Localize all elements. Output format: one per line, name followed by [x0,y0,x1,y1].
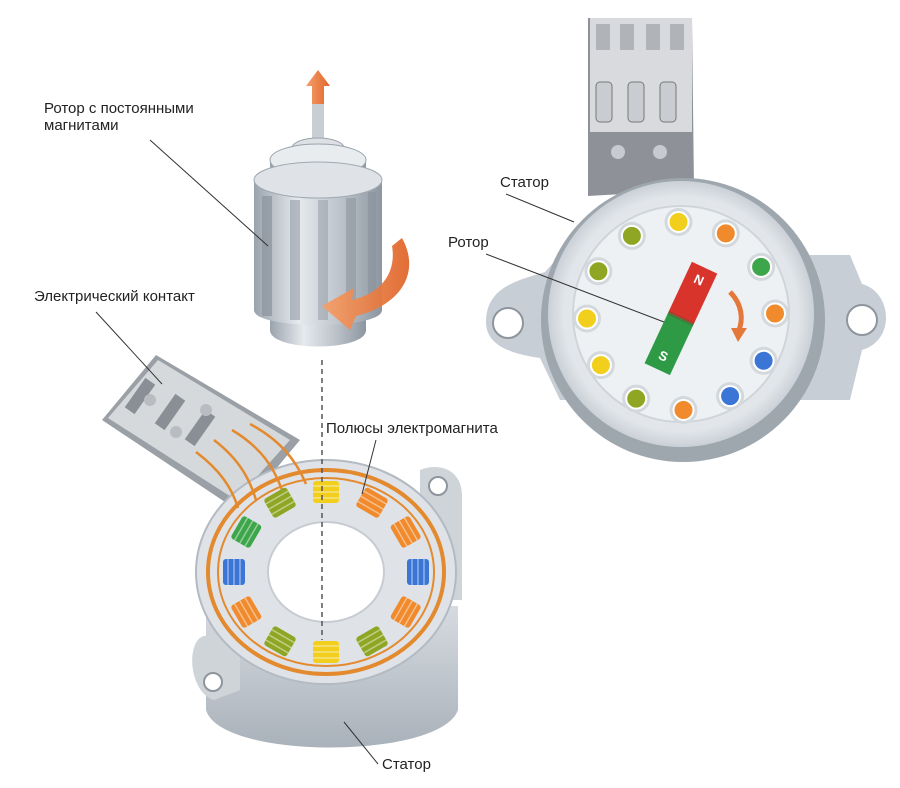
bottom-connector [102,355,300,512]
stator-coil-blue [223,559,245,585]
coil-body [356,487,388,518]
bottom-stator-coils [223,481,429,663]
coil-winding [363,490,387,505]
coil-winding [265,490,289,505]
coil-winding [393,523,408,547]
coil-winding [393,597,408,621]
coil-body [264,626,296,657]
coil-winding [233,517,249,541]
top-stator-poles [573,208,789,424]
top-rotation-arrow [728,290,747,342]
top-rotor-magnet: N S [644,261,718,376]
stator-coil-orange [390,516,421,548]
stator-pole-olive [587,260,610,283]
stator-pole-olive [625,387,648,410]
rotation-arrow [322,238,410,330]
stator-coil-blue [407,559,429,585]
coil-winding [268,495,292,510]
stator-coil-orange [390,596,421,628]
coil-body [223,559,245,585]
coil-winding [244,597,259,621]
coil-winding [363,639,387,654]
bottom-wires [195,422,308,509]
label-stator-top: Статор [500,174,549,191]
coil-winding [239,600,254,624]
stator-pole-blue [719,385,742,408]
coil-body [390,596,421,628]
stator-coil-olive [264,626,296,657]
label-electric-contact: Электрический контакт [34,288,195,305]
coil-body [356,626,388,657]
stator-coil-olive [356,626,388,657]
coil-body [390,516,421,548]
coil-winding [403,603,419,627]
coil-winding [403,517,419,541]
coil-winding [360,495,384,510]
coil-body [407,559,429,585]
stator-pole-yellow [667,211,690,233]
stator-pole-orange [714,222,737,245]
stator-pole-orange [672,399,695,421]
coil-winding [233,603,249,627]
label-stator-bottom: Статор [382,756,431,773]
coil-body [264,487,296,518]
coil-winding [265,639,289,654]
coil-winding [268,634,292,649]
stator-coil-olive [264,487,296,518]
coil-body [231,516,262,548]
top-connector [588,18,694,196]
stator-coil-green [231,516,262,548]
coil-winding [398,520,413,544]
stator-coil-yellow [313,481,339,503]
label-electromagnet-poles: Полюсы электромагнита [326,420,498,437]
label-rotor-permanent-line2: магнитами [44,117,119,134]
stator-pole-yellow [576,307,598,330]
coil-winding [357,628,381,644]
coil-winding [239,520,254,544]
label-rotor-permanent-magnets: Ротор с постоянными магнитами [44,100,194,134]
stator-pole-blue [752,349,775,372]
stator-coil-yellow [313,641,339,663]
label-rotor-permanent-line1: Ротор с постоянными [44,100,194,117]
label-rotor-top: Ротор [448,234,489,251]
coil-body [313,641,339,663]
coil-winding [271,500,295,516]
coil-winding [398,600,413,624]
coil-winding [357,500,381,516]
stator-coil-orange [231,596,262,628]
bottom-stator [192,459,462,748]
coil-winding [244,523,259,547]
stator-pole-yellow [589,354,612,377]
leader-lines [95,139,665,765]
stator-pole-green [750,255,773,278]
coil-body [231,596,262,628]
stator-coil-orange [356,487,388,518]
stator-pole-olive [620,224,643,247]
coil-body [313,481,339,503]
coil-winding [360,634,384,649]
coil-winding [271,628,295,644]
stator-pole-orange [764,302,786,325]
